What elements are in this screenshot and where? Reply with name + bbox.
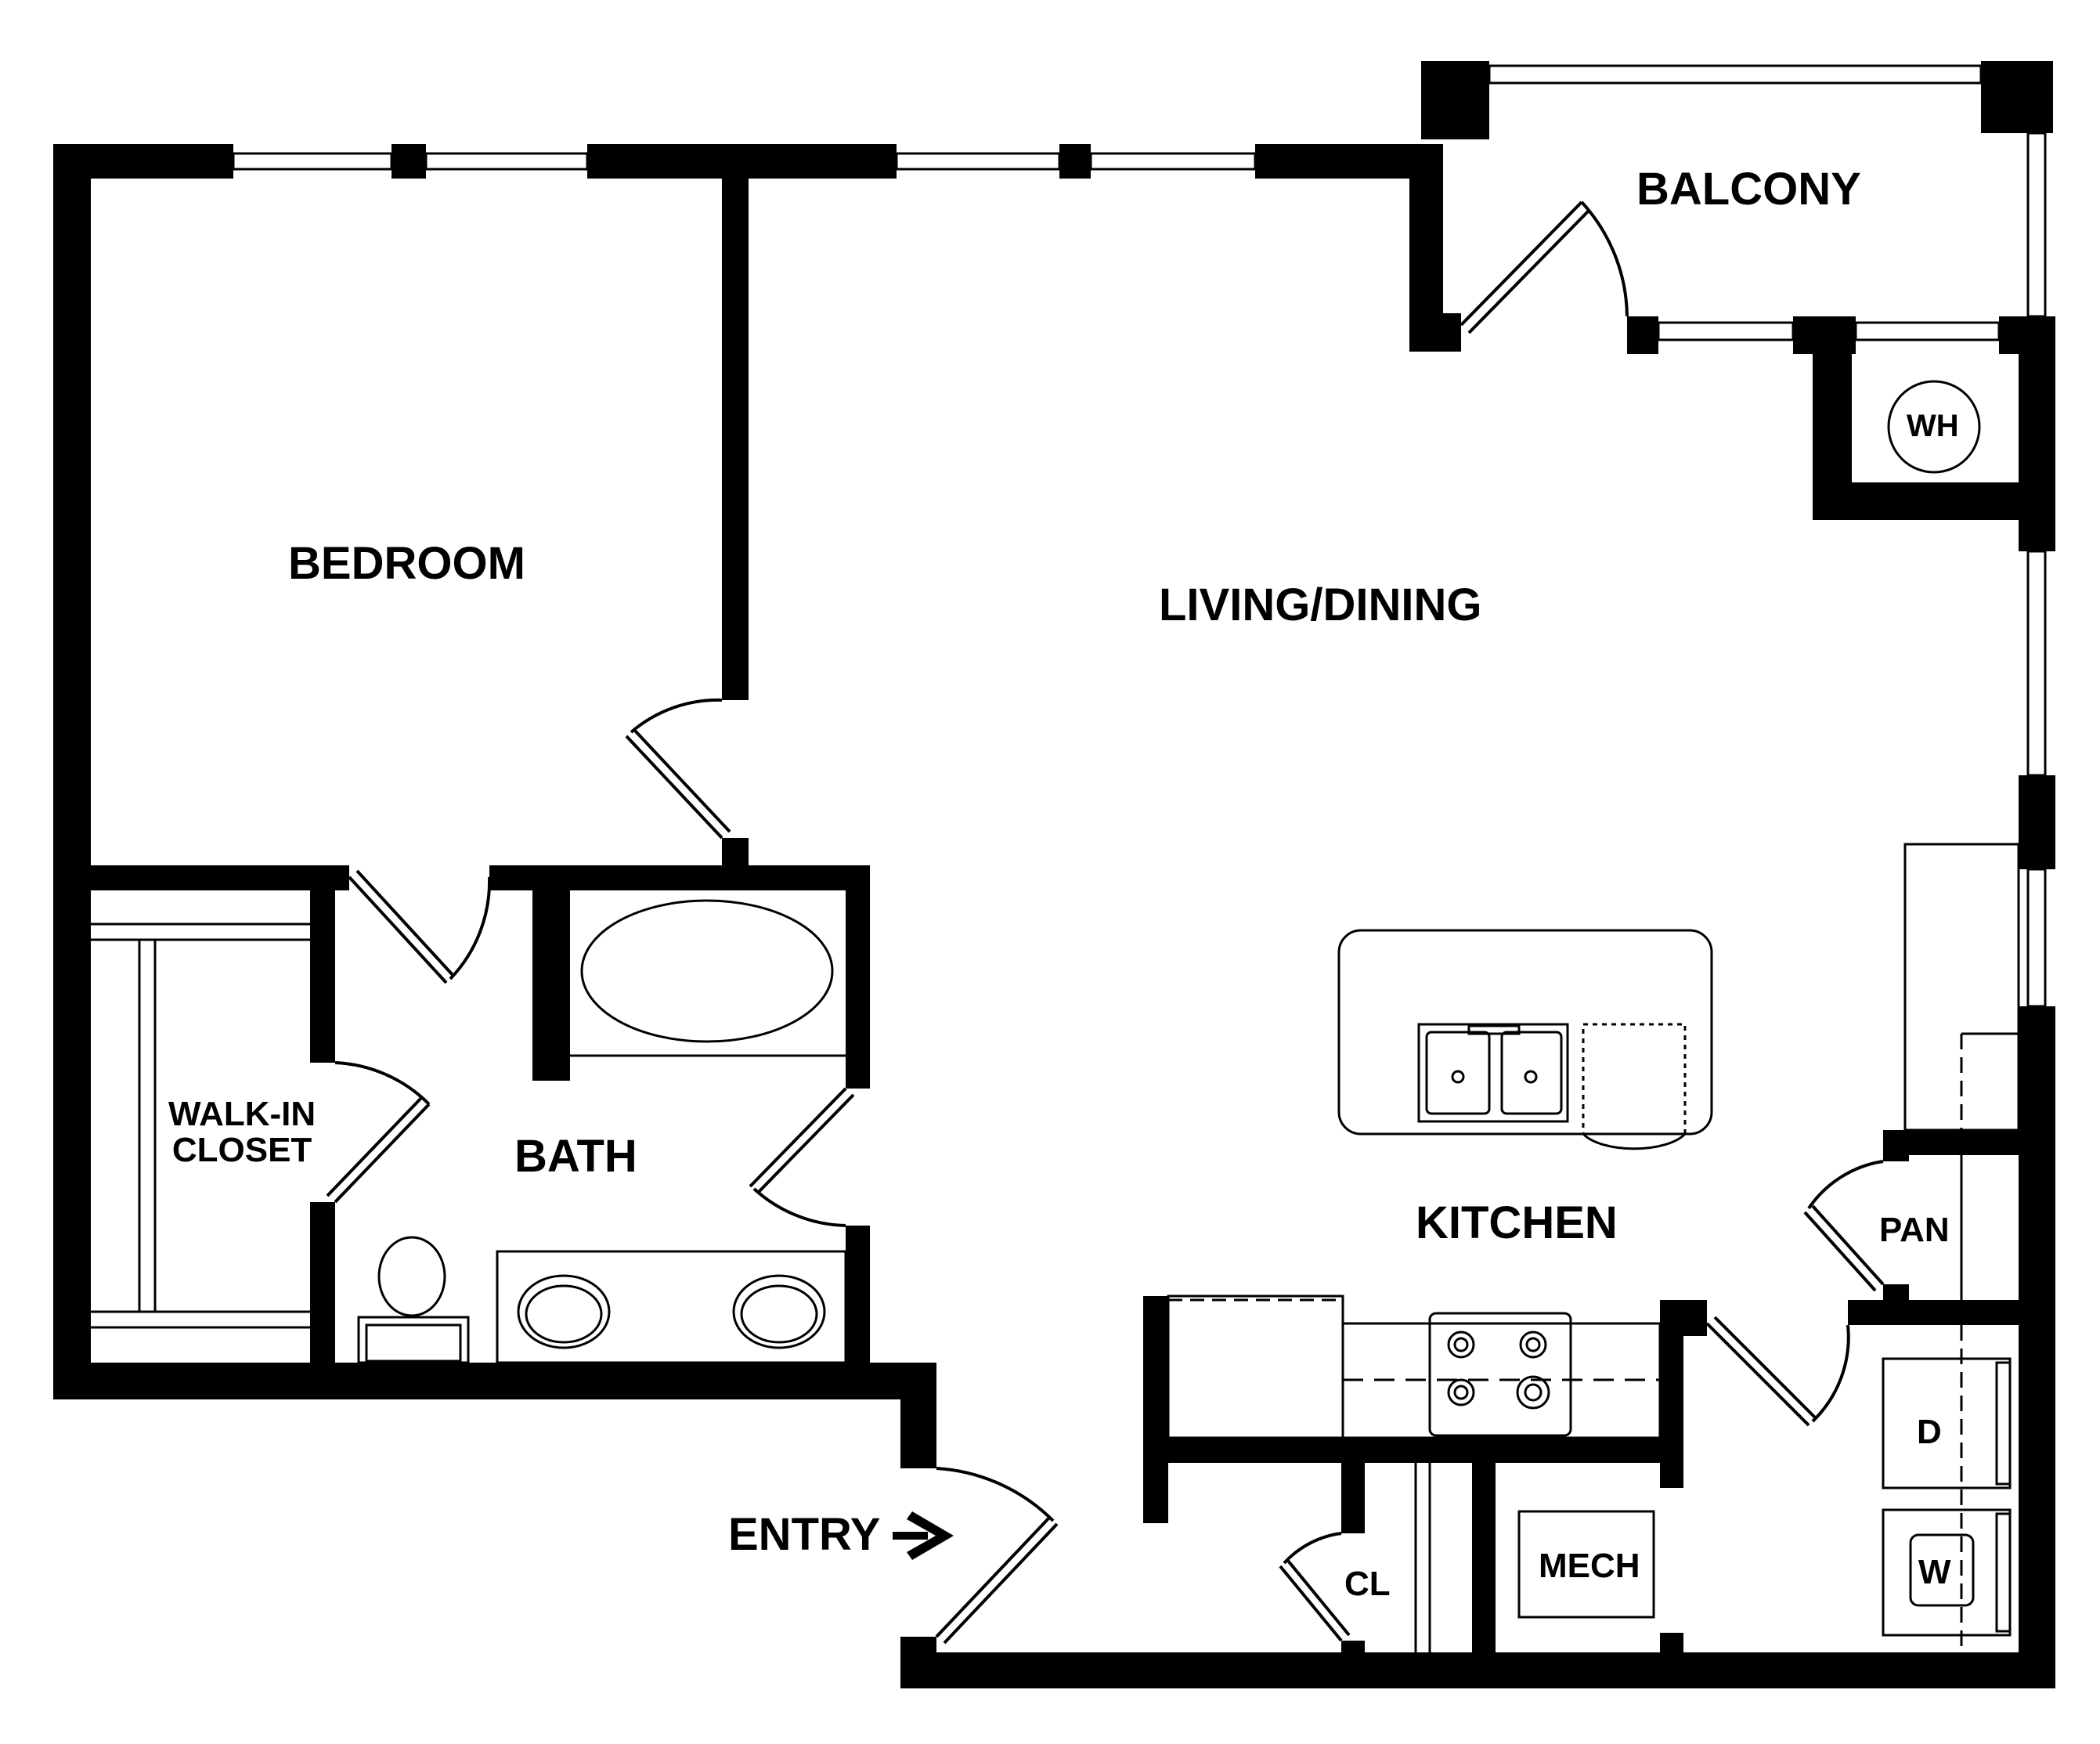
windows xyxy=(232,64,2047,1008)
entry-label: ENTRY xyxy=(728,1509,881,1560)
washer-label: W xyxy=(1918,1553,1951,1591)
doors xyxy=(326,200,1885,1645)
walk-in-closet-line1: WALK-IN xyxy=(168,1095,316,1133)
entry-arrow-icon xyxy=(893,1511,954,1560)
water-heater-label: WH xyxy=(1907,409,1959,443)
mech-label: MECH xyxy=(1539,1547,1640,1585)
closet-label: CL xyxy=(1344,1565,1391,1603)
balcony-label: BALCONY xyxy=(1636,164,1861,215)
living-dining-label: LIVING/DINING xyxy=(1159,580,1482,630)
pantry-label: PAN xyxy=(1879,1211,1950,1249)
walk-in-closet-line2: CLOSET xyxy=(171,1131,312,1170)
bath-label: BATH xyxy=(514,1131,637,1182)
walk-in-closet-label: WALK-IN CLOSET xyxy=(168,1096,316,1168)
walls xyxy=(53,61,2055,1688)
dryer-label: D xyxy=(1917,1413,1942,1451)
bedroom-label: BEDROOM xyxy=(288,538,525,589)
fixtures xyxy=(91,380,2020,1652)
kitchen-label: KITCHEN xyxy=(1416,1197,1618,1248)
